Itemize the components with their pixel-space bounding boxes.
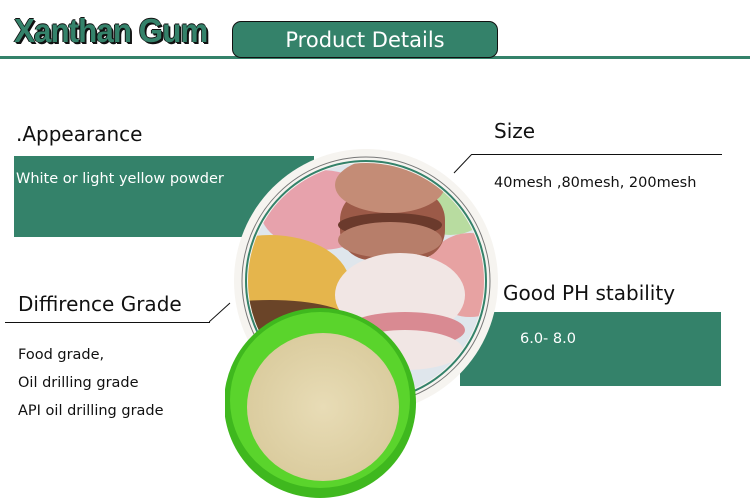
grade-label: Diffirence Grade [18, 292, 182, 316]
size-underline [472, 154, 722, 155]
grade-underline [5, 322, 210, 323]
section-title-badge: Product Details [232, 21, 498, 58]
grade-item: Oil drilling grade [18, 375, 139, 391]
ph-box [460, 312, 721, 386]
brand-title: Xanthan Gum [14, 12, 208, 49]
size-label: Size [494, 119, 536, 143]
ph-label: Good PH stability [503, 281, 676, 305]
macarons-powder-image [225, 149, 498, 498]
appearance-value: White or light yellow powder [16, 171, 224, 187]
grade-item: API oil drilling grade [18, 403, 164, 419]
size-connector-line [453, 154, 473, 174]
grade-connector-line [209, 302, 231, 323]
appearance-label: .Appearance [16, 122, 143, 146]
size-value: 40mesh ,80mesh, 200mesh [494, 175, 697, 191]
grade-item: Food grade, [18, 347, 105, 363]
ph-value: 6.0- 8.0 [520, 331, 576, 347]
